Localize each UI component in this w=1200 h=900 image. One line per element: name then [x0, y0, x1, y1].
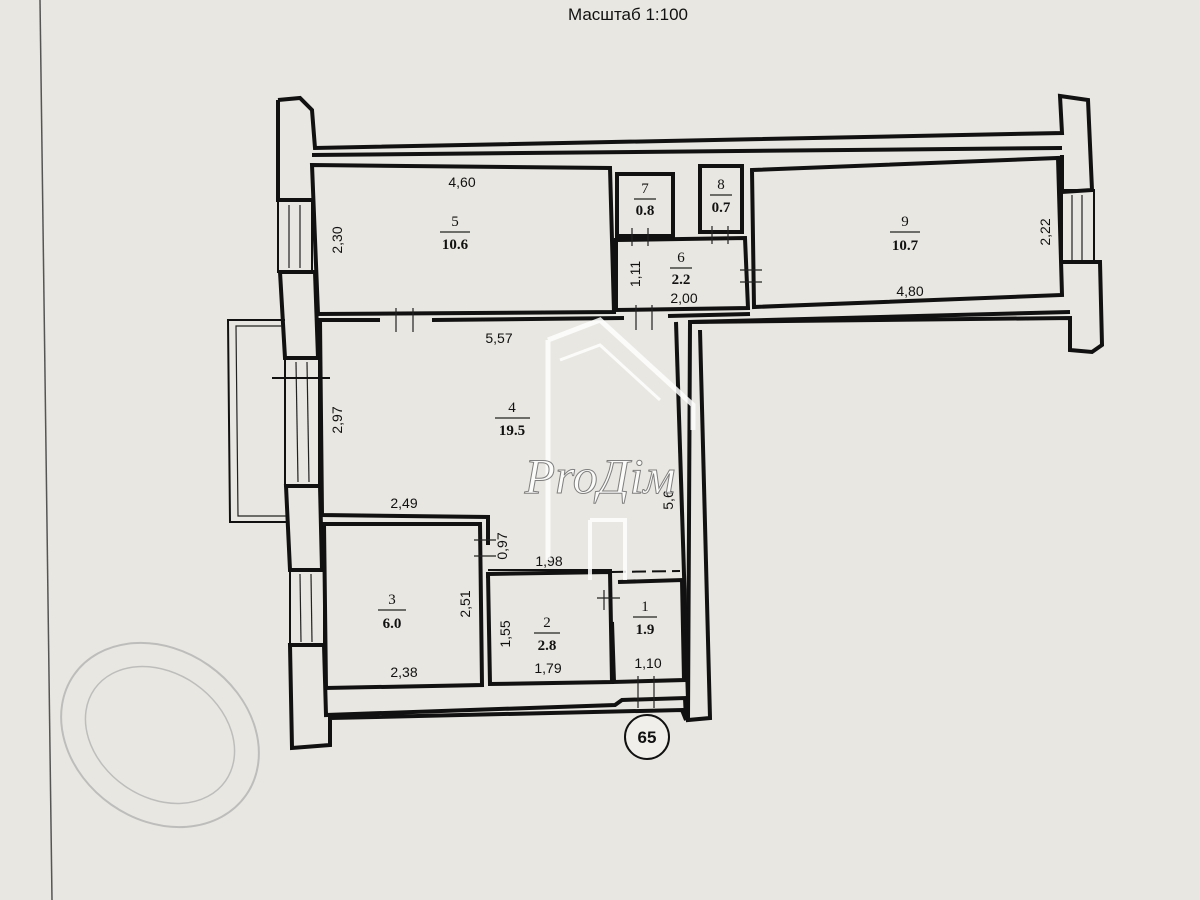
dimension-5-57: 5,57	[485, 330, 512, 346]
room-label-9: 9 10.7	[890, 214, 920, 254]
svg-text:9: 9	[901, 214, 909, 230]
dimension-2-22: 2,22	[1037, 218, 1053, 245]
interior-walls	[309, 155, 1065, 701]
dimension-2-00: 2,00	[670, 290, 697, 306]
apartment-number-badge: 65	[624, 714, 670, 760]
svg-text:8: 8	[717, 177, 725, 193]
stamp-mark	[60, 641, 260, 829]
dimension-labels: 4,60 2,30 5,57 2,97 2,49 0,97 1,98 2,51 …	[329, 174, 1053, 680]
svg-text:0.7: 0.7	[712, 200, 731, 216]
exterior-walls	[226, 93, 1105, 751]
dimension-1-79: 1,79	[534, 660, 561, 676]
svg-text:0.8: 0.8	[636, 203, 655, 219]
room-label-5: 5 10.6	[440, 214, 470, 253]
svg-text:1.9: 1.9	[636, 622, 655, 638]
dimension-4-80: 4,80	[896, 283, 923, 299]
room-label-7: 7 0.8	[634, 181, 656, 219]
svg-text:6.0: 6.0	[383, 616, 402, 632]
dimension-5-6: 5,6	[660, 490, 676, 510]
svg-text:7: 7	[641, 181, 649, 197]
dimension-1-98: 1,98	[535, 553, 562, 569]
svg-text:10.7: 10.7	[892, 238, 919, 254]
dimension-4-60: 4,60	[448, 174, 475, 190]
svg-text:1: 1	[641, 599, 649, 615]
dimension-2-49: 2,49	[390, 495, 417, 511]
room-label-3: 3 6.0	[378, 592, 406, 632]
dimension-0-97: 0,97	[494, 532, 510, 559]
dimension-2-30: 2,30	[329, 226, 345, 253]
dimension-1-10: 1,10	[634, 655, 661, 671]
door-marks	[395, 226, 762, 708]
dimension-1-55: 1,55	[497, 620, 513, 647]
room-label-1: 1 1.9	[633, 599, 657, 638]
svg-text:10.6: 10.6	[442, 237, 469, 253]
room-label-2: 2 2.8	[534, 615, 560, 654]
watermark-logo: ProДім	[523, 317, 696, 580]
scale-title: Масштаб 1:100	[568, 5, 688, 24]
paper-edge	[39, 0, 53, 900]
svg-text:2.8: 2.8	[538, 638, 557, 654]
dimension-1-11: 1,11	[627, 261, 643, 287]
svg-text:4: 4	[508, 400, 516, 416]
room-label-4: 4 19.5	[495, 400, 530, 439]
svg-text:5: 5	[451, 214, 459, 230]
room-label-8: 8 0.7	[710, 177, 732, 216]
svg-text:19.5: 19.5	[499, 423, 525, 439]
svg-text:2.2: 2.2	[672, 272, 691, 288]
room-label-6: 6 2.2	[670, 250, 692, 288]
svg-text:2: 2	[543, 615, 551, 631]
dimension-2-51: 2,51	[457, 590, 473, 617]
svg-text:65: 65	[638, 728, 657, 747]
dimension-2-38: 2,38	[390, 664, 417, 680]
watermark-text: ProДім	[524, 448, 676, 504]
svg-text:3: 3	[388, 592, 396, 608]
room-labels: 5 10.6 7 0.8 8 0.7 6 2.2 9 10.7 4 19.5	[378, 177, 920, 654]
svg-text:6: 6	[677, 250, 685, 266]
dimension-2-97: 2,97	[329, 406, 345, 433]
